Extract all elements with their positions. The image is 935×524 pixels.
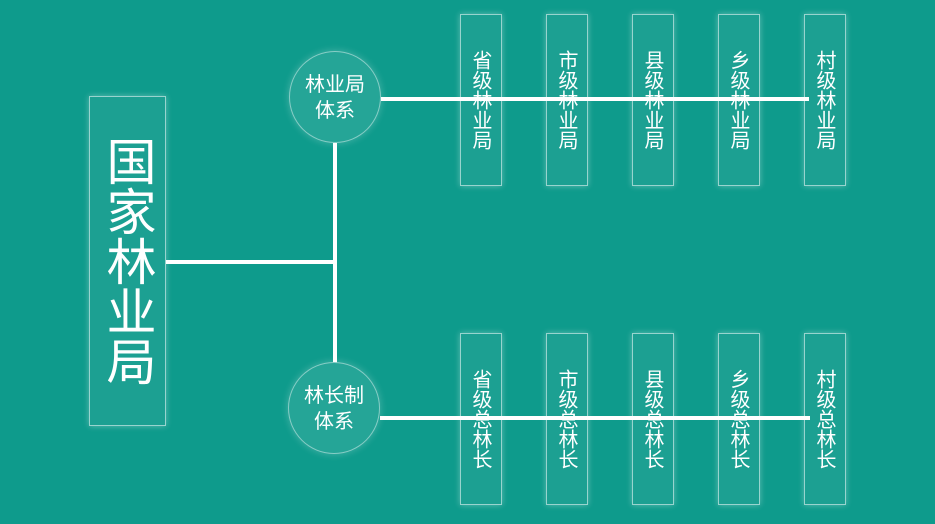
leaf-node: 县级总林长 <box>632 333 674 505</box>
root-label: 国家林业局 <box>98 136 157 386</box>
leaf-label: 市级总林长 <box>555 369 579 469</box>
branch-label-line1: 林长制 <box>304 383 364 407</box>
leaf-node: 市级林业局 <box>546 14 588 186</box>
leaf-node: 村级总林长 <box>804 333 846 505</box>
leaf-node: 乡级林业局 <box>718 14 760 186</box>
leaf-label: 市级林业局 <box>555 50 579 150</box>
branch-label-line2: 体系 <box>315 98 355 122</box>
root-connector <box>166 260 335 264</box>
leaf-node: 乡级总林长 <box>718 333 760 505</box>
leaf-label: 乡级总林长 <box>727 369 751 469</box>
leaf-label: 县级总林长 <box>641 369 665 469</box>
leaf-node: 县级林业局 <box>632 14 674 186</box>
leaf-label: 省级林业局 <box>469 50 493 150</box>
leaf-node: 省级林业局 <box>460 14 502 186</box>
vertical-trunk <box>333 143 337 363</box>
root-node: 国家林业局 <box>89 96 166 426</box>
leaf-label: 村级林业局 <box>813 50 837 150</box>
leaf-node: 省级总林长 <box>460 333 502 505</box>
branch-node-forest-chief-system: 林长制 体系 <box>288 362 380 454</box>
bottom-branch-line <box>380 416 810 420</box>
branch-label-line1: 林业局 <box>305 72 365 96</box>
branch-label-line2: 体系 <box>314 409 354 433</box>
leaf-node: 村级林业局 <box>804 14 846 186</box>
leaf-label: 县级林业局 <box>641 50 665 150</box>
leaf-node: 市级总林长 <box>546 333 588 505</box>
leaf-label: 乡级林业局 <box>727 50 751 150</box>
branch-node-forestry-bureau-system: 林业局 体系 <box>289 51 381 143</box>
leaf-label: 省级总林长 <box>469 369 493 469</box>
leaf-label: 村级总林长 <box>813 369 837 469</box>
top-branch-line <box>381 97 809 101</box>
